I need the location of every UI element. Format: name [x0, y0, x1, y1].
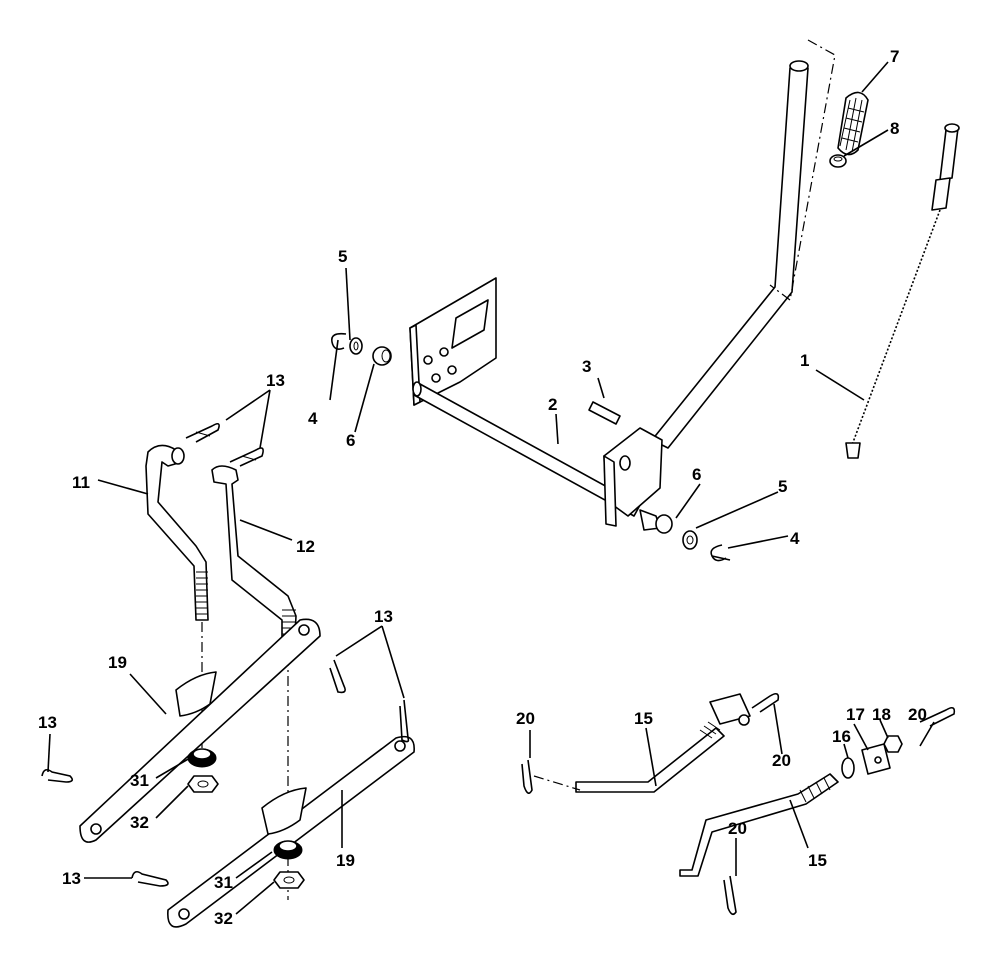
callout-32-upper: 32	[130, 813, 149, 832]
callout-19-lower: 19	[336, 851, 355, 870]
knob	[829, 154, 847, 168]
callout-17: 17	[846, 705, 865, 724]
callout-20-left: 20	[516, 709, 535, 728]
ferrule-block	[861, 743, 891, 775]
callout-16: 16	[832, 727, 851, 746]
hairpin-clip-20-left	[521, 759, 581, 794]
hairpin-clip-right-b	[399, 699, 410, 743]
nut-upper	[187, 775, 219, 793]
roll-pin	[588, 401, 621, 425]
callout-32-lower: 32	[214, 909, 233, 928]
hairpin-clip-top-b	[229, 447, 264, 467]
lift-shaft	[412, 381, 641, 517]
clip-left	[330, 332, 347, 350]
callout-6-right: 6	[692, 465, 701, 484]
hairpin-clip-20-bottom	[723, 875, 737, 916]
bushing-left	[372, 346, 392, 366]
callout-11: 11	[72, 473, 90, 492]
lift-lever	[651, 39, 836, 449]
hairpin-clip-left	[41, 768, 74, 783]
callout-5-left: 5	[338, 247, 347, 266]
callout-1: 1	[800, 351, 809, 370]
callout-2: 2	[548, 395, 557, 414]
callout-18: 18	[872, 705, 891, 724]
callout-8: 8	[890, 119, 899, 138]
callout-15-upper: 15	[634, 709, 653, 728]
nut-rod	[883, 735, 903, 753]
cable-assembly	[845, 123, 960, 459]
callout-12: 12	[296, 537, 315, 556]
adjustment-rod-lower	[679, 773, 839, 877]
clip-right	[710, 544, 731, 562]
callout-20-bottom: 20	[728, 819, 747, 838]
callout-20-right: 20	[908, 705, 927, 724]
hairpin-clip-bottom	[131, 870, 169, 887]
callout-15-lower: 15	[808, 851, 827, 870]
callout-4-right: 4	[790, 529, 800, 548]
grommet-lower	[273, 840, 303, 860]
callout-4-left: 4	[308, 409, 318, 428]
callout-13-right: 13	[374, 607, 393, 626]
hairpin-clip-right-a	[329, 659, 346, 694]
shaft-bracket	[603, 427, 663, 527]
adjustment-rod-upper	[575, 693, 751, 793]
lift-arm-lower	[167, 735, 415, 928]
washer-right	[682, 530, 698, 550]
washer-rod	[841, 757, 855, 779]
callout-13-top: 13	[266, 371, 285, 390]
callout-31-lower: 31	[214, 873, 233, 892]
lift-link-right	[211, 465, 297, 655]
lift-link-left	[145, 444, 209, 621]
callout-13-left: 13	[38, 713, 57, 732]
lift-arm-upper	[79, 618, 321, 843]
bushing-right	[639, 509, 673, 534]
hairpin-clip-top-a	[185, 422, 220, 443]
grommet-upper	[187, 748, 217, 768]
leader-lines	[47, 61, 935, 915]
hairpin-clip-20-right	[919, 706, 956, 727]
callout-31-upper: 31	[130, 771, 149, 790]
callout-6-left: 6	[346, 431, 355, 450]
lever-grip	[837, 91, 869, 156]
nut-lower	[273, 871, 305, 889]
callout-labels: 1 2 3 4 4 5 5 6 6 7 8 11 12 13 13 13 13 …	[38, 47, 927, 928]
callout-13-bottom: 13	[62, 869, 81, 888]
callout-7: 7	[890, 47, 899, 66]
callout-3: 3	[582, 357, 591, 376]
washer-left	[349, 337, 363, 355]
callout-20-mid: 20	[772, 751, 791, 770]
hairpin-clip-20-mid	[751, 692, 780, 713]
callout-5-right: 5	[778, 477, 787, 496]
callout-19-upper: 19	[108, 653, 127, 672]
